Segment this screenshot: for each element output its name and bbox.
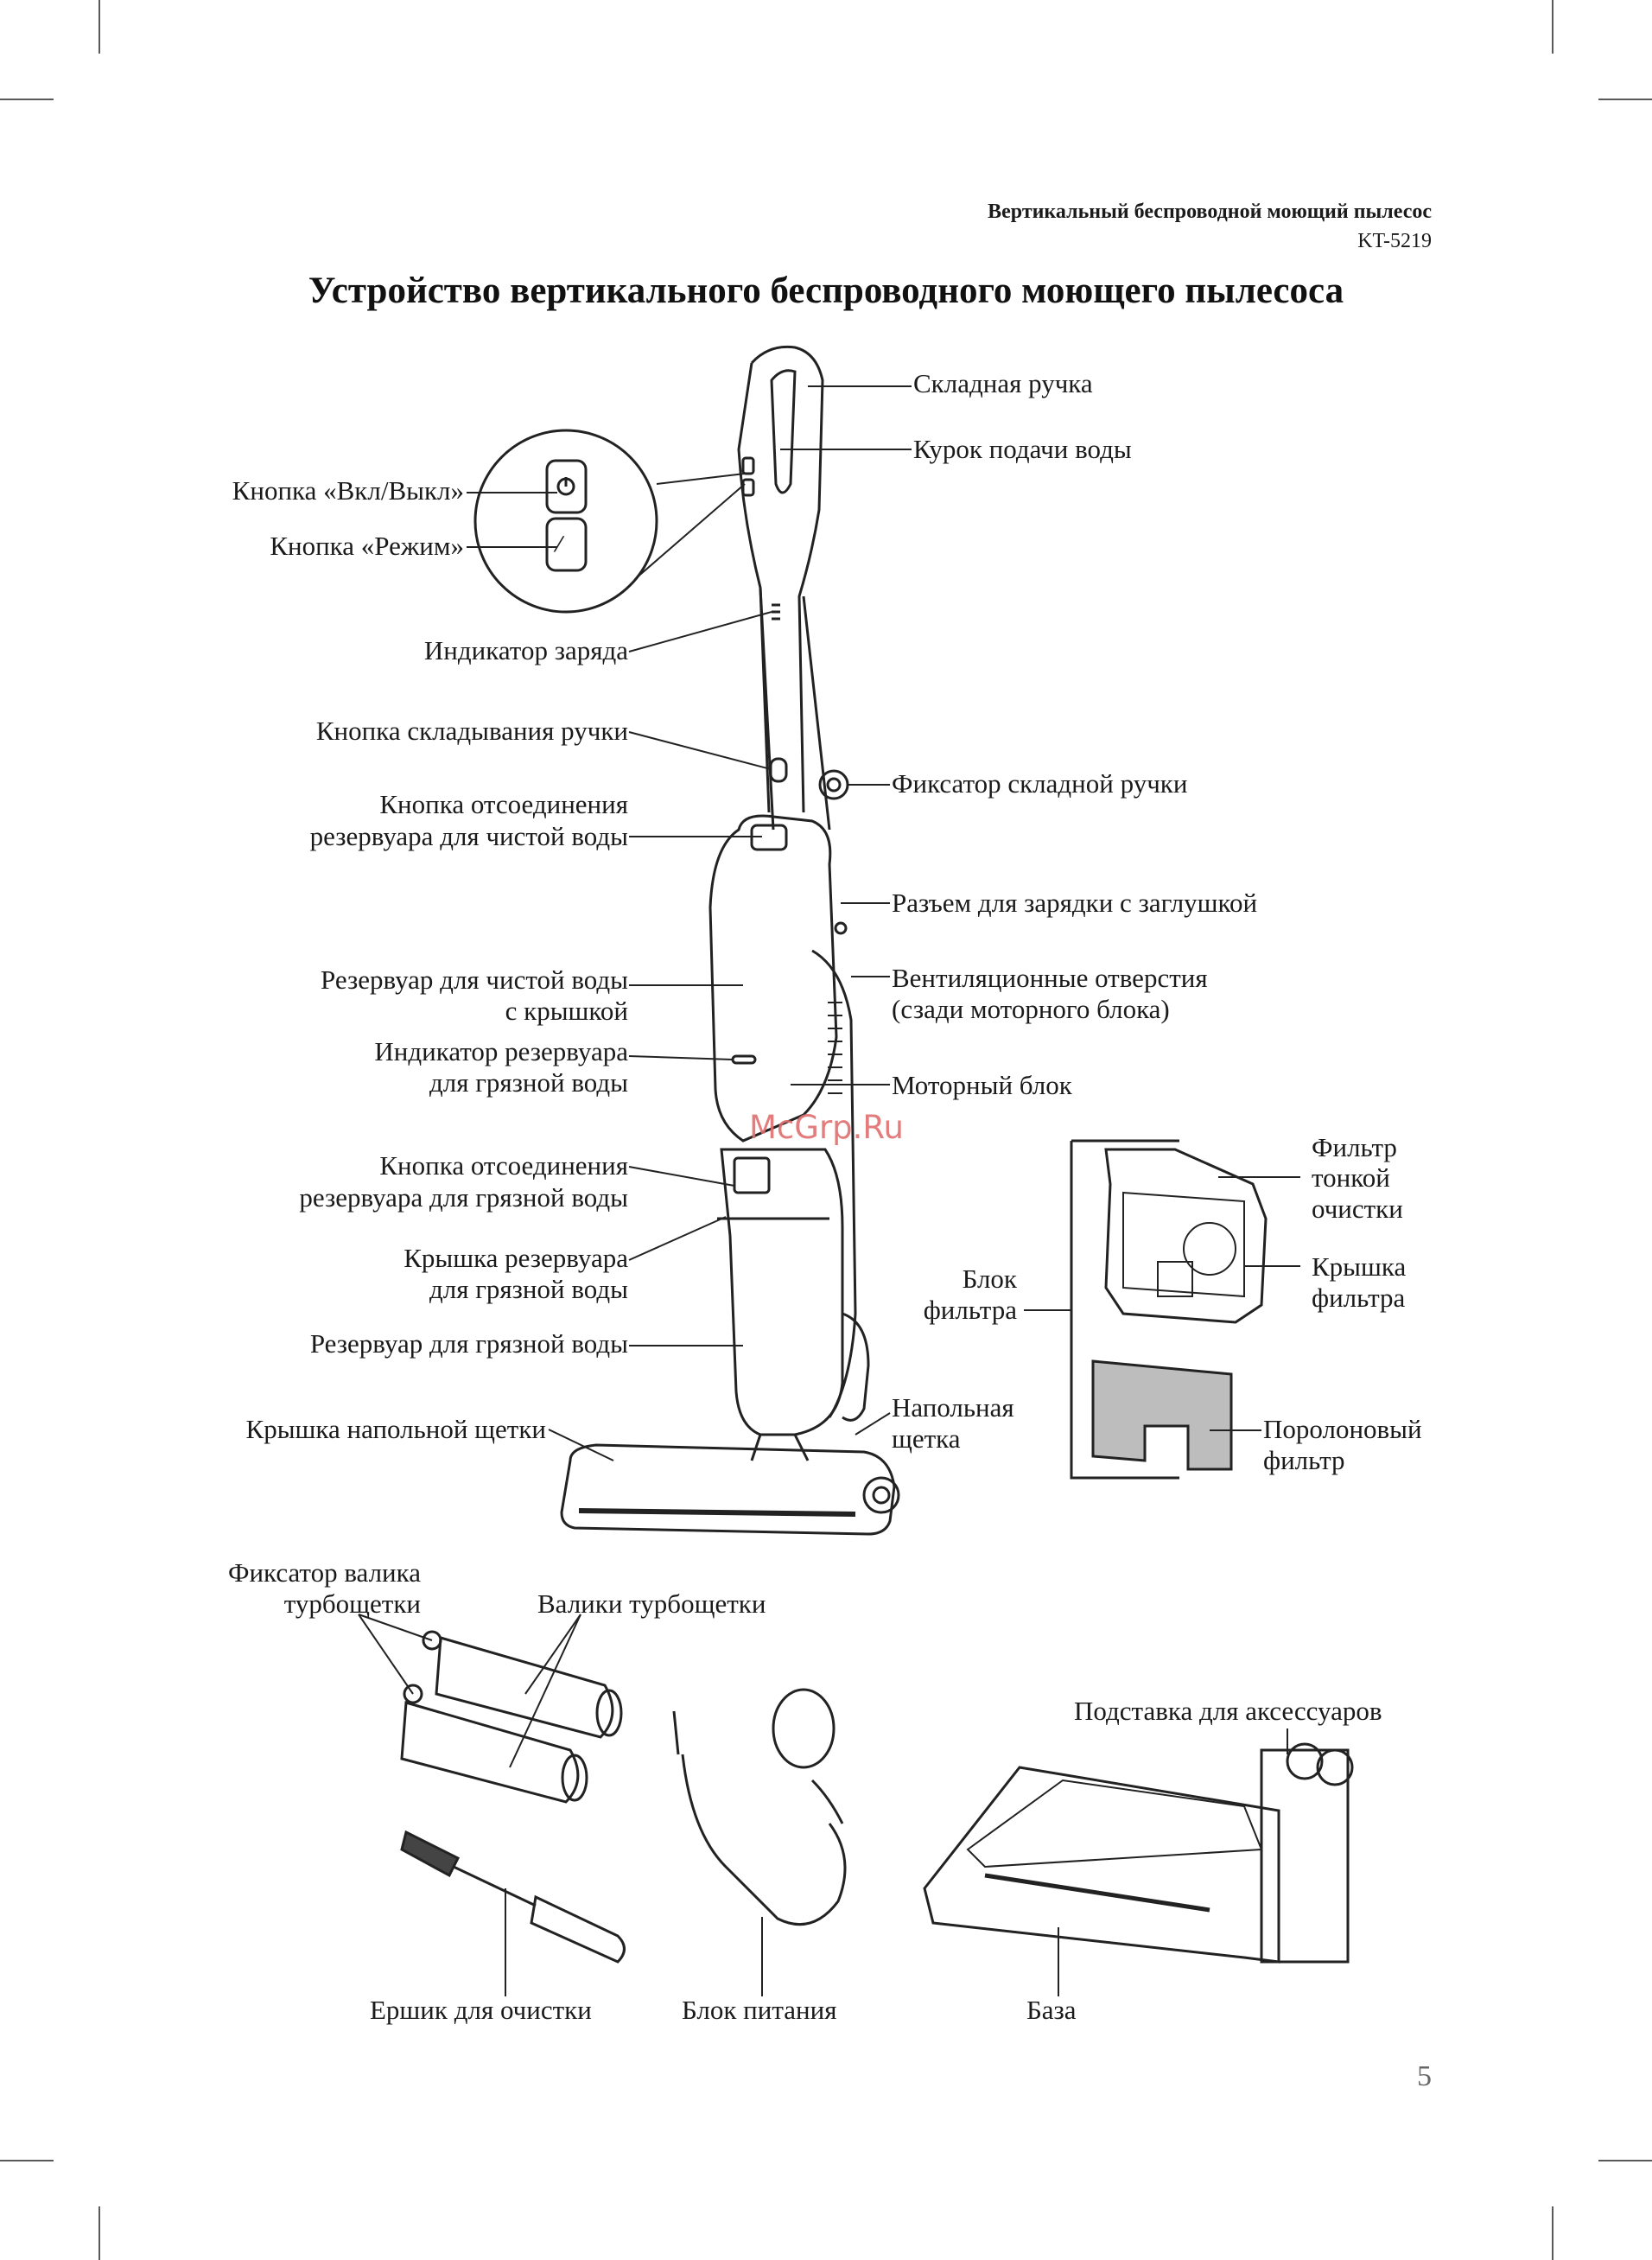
- label-folding-handle: Складная ручка: [913, 368, 1093, 398]
- label-dirty-release-2: резервуара для грязной воды: [299, 1182, 628, 1213]
- label-clean-tank-1: Резервуар для чистой воды: [321, 964, 628, 995]
- label-roller-lock-1: Фиксатор валика: [227, 1557, 421, 1588]
- label-base: База: [1026, 1995, 1077, 2025]
- label-power-supply: Блок питания: [682, 1995, 837, 2025]
- label-roller-lock-2: турбощетки: [283, 1588, 421, 1619]
- header-product-name: Вертикальный беспроводной моющий пылесос: [988, 201, 1432, 223]
- cleaning-brush-illustration: [400, 1830, 626, 1996]
- svg-text:⁄: ⁄: [553, 532, 565, 557]
- filter-unit-illustration: [1024, 1139, 1300, 1480]
- label-handle-lock: Фиксатор складной ручки: [892, 768, 1188, 799]
- label-floor-brush-1: Напольная: [892, 1392, 1014, 1423]
- label-motor-unit: Моторный блок: [892, 1070, 1072, 1100]
- leader-lines: [467, 385, 912, 1461]
- label-mode-button: Кнопка «Режим»: [270, 531, 464, 561]
- label-dirty-release-1: Кнопка отсоединения: [379, 1150, 628, 1181]
- label-dirty-tank: Резервуар для грязной воды: [309, 1328, 628, 1359]
- label-fold-button: Кнопка складывания ручки: [315, 716, 628, 746]
- label-accessory-stand: Подставка для аксессуаров: [1074, 1696, 1382, 1726]
- label-vents-2: (сзади моторного блока): [892, 994, 1170, 1024]
- label-dirty-indicator-1: Индикатор резервуара: [374, 1036, 628, 1066]
- watermark: McGrp.Ru: [749, 1109, 904, 1146]
- page-number: 5: [1417, 2060, 1432, 2092]
- label-filter-unit-2: фильтра: [923, 1295, 1017, 1325]
- label-filter-cover-2: фильтра: [1312, 1283, 1406, 1313]
- label-clean-tank-2: с крышкой: [505, 996, 628, 1026]
- label-foam-filter-1: Поролоновый: [1263, 1414, 1422, 1444]
- label-filter-cover-1: Крышка: [1312, 1251, 1407, 1282]
- label-fine-filter-2: тонкой: [1312, 1162, 1390, 1193]
- label-water-trigger: Курок подачи воды: [913, 434, 1132, 464]
- label-brush-cover: Крышка напольной щетки: [245, 1414, 546, 1444]
- vacuum-illustration: [560, 345, 900, 1536]
- header-model: KT-5219: [1357, 230, 1432, 252]
- label-filter-unit-1: Блок: [962, 1264, 1017, 1294]
- label-foam-filter-2: фильтр: [1263, 1445, 1345, 1475]
- label-fine-filter-3: очистки: [1312, 1194, 1403, 1224]
- power-supply-illustration: [672, 1688, 847, 1996]
- label-rollers: Валики турбощетки: [537, 1588, 766, 1619]
- label-dirty-lid-2: для грязной воды: [429, 1274, 628, 1304]
- label-clean-tank-release-2: резервуара для чистой воды: [309, 821, 628, 851]
- label-fine-filter-1: Фильтр: [1312, 1132, 1397, 1162]
- label-power-button: Кнопка «Вкл/Выкл»: [232, 475, 464, 506]
- label-floor-brush-2: щетка: [892, 1423, 961, 1454]
- label-charging-port: Разъем для зарядки с заглушкой: [892, 888, 1258, 918]
- label-dirty-lid-1: Крышка резервуара: [403, 1243, 628, 1273]
- buttons-zoom: ⁄: [473, 429, 755, 614]
- label-charge-indicator: Индикатор заряда: [423, 635, 628, 665]
- label-vents-1: Вентиляционные отверстия: [892, 963, 1208, 993]
- label-dirty-indicator-2: для грязной воды: [429, 1067, 628, 1098]
- page-title: Устройство вертикального беспроводного м…: [308, 271, 1344, 311]
- base-illustration: [923, 1728, 1354, 1996]
- label-clean-tank-release-1: Кнопка отсоединения: [379, 789, 628, 819]
- rollers-illustration: [358, 1614, 623, 1804]
- label-cleaning-brush: Ершик для очистки: [370, 1995, 592, 2025]
